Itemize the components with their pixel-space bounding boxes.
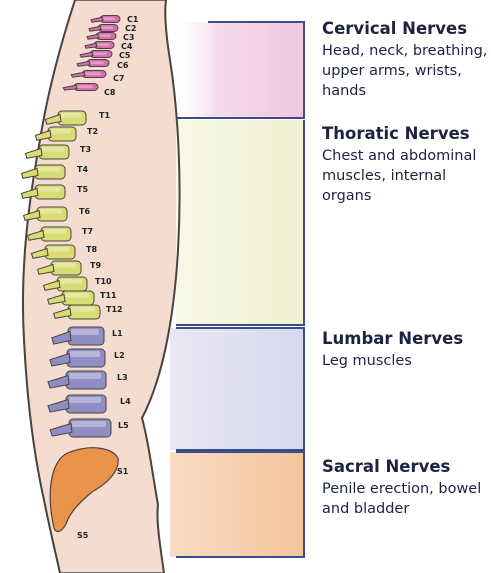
thoracic-vertebra-t5 — [20, 184, 66, 200]
cervical-bracket — [176, 21, 305, 119]
vertebra-label-c7: C7 — [113, 74, 124, 83]
sacral-group: Sacral Nerves Penile erection, bowel and… — [322, 456, 488, 519]
thoracic-bracket — [176, 120, 305, 326]
vertebra-label-t9: T9 — [90, 261, 101, 270]
thoracic-vertebra-t1 — [44, 110, 87, 126]
vertebra-label-l5: L5 — [118, 421, 129, 430]
vertebra-labels: C1C2C3C4C5C6C7C8T1T2T3T4T5T6T7T8T9T10T11… — [77, 15, 139, 540]
lumbar-vertebra-l2 — [49, 348, 106, 368]
cervical-vertebra-c3 — [86, 32, 117, 40]
cervical-vertebra-c8 — [62, 83, 99, 91]
cervical-description: Head, neck, breathing, upper arms, wrist… — [322, 43, 488, 99]
cervical-vertebra-c7 — [70, 70, 107, 78]
vertebra-label-l3: L3 — [117, 373, 128, 382]
front-outline — [140, 0, 181, 573]
thoracic-vertebra-t9 — [36, 260, 82, 276]
thoracic-group: Thoratic Nerves Chest and abdominal musc… — [322, 123, 488, 206]
cervical-vertebra-c5 — [79, 50, 113, 58]
vertebra-label-c3: C3 — [123, 33, 134, 42]
vertebra-label-l4: L4 — [120, 397, 131, 406]
cervical-region-box — [170, 22, 304, 118]
region-brackets — [176, 21, 305, 558]
sacrum — [49, 447, 119, 533]
thoracic-vertebra-t10 — [42, 276, 88, 292]
vertebra-label-t6: T6 — [79, 207, 90, 216]
thoracic-vertebra-t4 — [20, 164, 66, 180]
thoracic-region-box — [176, 120, 304, 325]
vertebra-label-c1: C1 — [127, 15, 139, 24]
vertebra-label-c5: C5 — [119, 51, 131, 60]
spine — [20, 15, 121, 533]
vertebra-label-t11: T11 — [100, 291, 117, 300]
vertebra-label-t8: T8 — [86, 245, 97, 254]
cervical-vertebra-c4 — [84, 41, 115, 49]
thoracic-vertebra-t8 — [30, 244, 76, 260]
thoracic-description: Chest and abdominal muscles, internal or… — [322, 148, 477, 204]
lumbar-description: Leg muscles — [322, 353, 412, 369]
vertebra-label-t4: T4 — [77, 165, 88, 174]
vertebra-label-t2: T2 — [87, 127, 98, 136]
vertebra-label-c4: C4 — [121, 42, 133, 51]
thoracic-vertebra-t6 — [22, 206, 68, 222]
vertebra-label-c6: C6 — [117, 61, 129, 70]
vertebra-label-l2: L2 — [114, 351, 125, 360]
lumbar-group: Lumbar Nerves Leg muscles — [322, 328, 488, 371]
vertebra-label-t1: T1 — [99, 111, 110, 120]
lumbar-title: Lumbar Nerves — [322, 329, 464, 348]
vertebra-label-t7: T7 — [82, 227, 93, 236]
back-outline — [21, 0, 76, 573]
vertebra-label-c2: C2 — [125, 24, 136, 33]
lumbar-vertebra-l5 — [49, 418, 112, 438]
vertebra-label-t3: T3 — [80, 145, 91, 154]
cervical-title: Cervical Nerves — [322, 19, 468, 38]
vertebra-label-t12: T12 — [106, 305, 123, 314]
sacral-description: Penile erection, bowel and bladder — [322, 481, 482, 517]
vertebra-label-t10: T10 — [95, 277, 112, 286]
lumbar-vertebra-l1 — [51, 326, 105, 346]
sacral-bracket — [176, 451, 305, 558]
lumbar-region-box — [170, 328, 304, 450]
vertebra-label-s1: S1 — [117, 467, 129, 476]
thoracic-vertebra-t2 — [34, 126, 77, 142]
cervical-group: Cervical Nerves Head, neck, breathing, u… — [322, 18, 488, 101]
vertebra-label-t5: T5 — [77, 185, 88, 194]
cervical-vertebra-c6 — [76, 59, 110, 67]
thoracic-title: Thoratic Nerves — [322, 124, 470, 143]
sacral-region-box — [170, 452, 304, 557]
lumbar-vertebra-l3 — [47, 370, 107, 390]
vertebra-label-l1: L1 — [112, 329, 123, 338]
cervical-vertebra-c2 — [88, 24, 119, 32]
cervical-vertebra-c1 — [90, 15, 121, 23]
vertebra-label-c8: C8 — [104, 88, 116, 97]
lumbar-vertebra-l4 — [47, 394, 107, 414]
thoracic-vertebra-t12 — [52, 304, 101, 320]
sacral-title: Sacral Nerves — [322, 457, 451, 476]
lumbar-bracket — [176, 327, 305, 451]
thoracic-vertebra-t7 — [26, 226, 72, 242]
thoracic-vertebra-t3 — [24, 144, 70, 160]
vertebra-label-s5: S5 — [77, 531, 89, 540]
